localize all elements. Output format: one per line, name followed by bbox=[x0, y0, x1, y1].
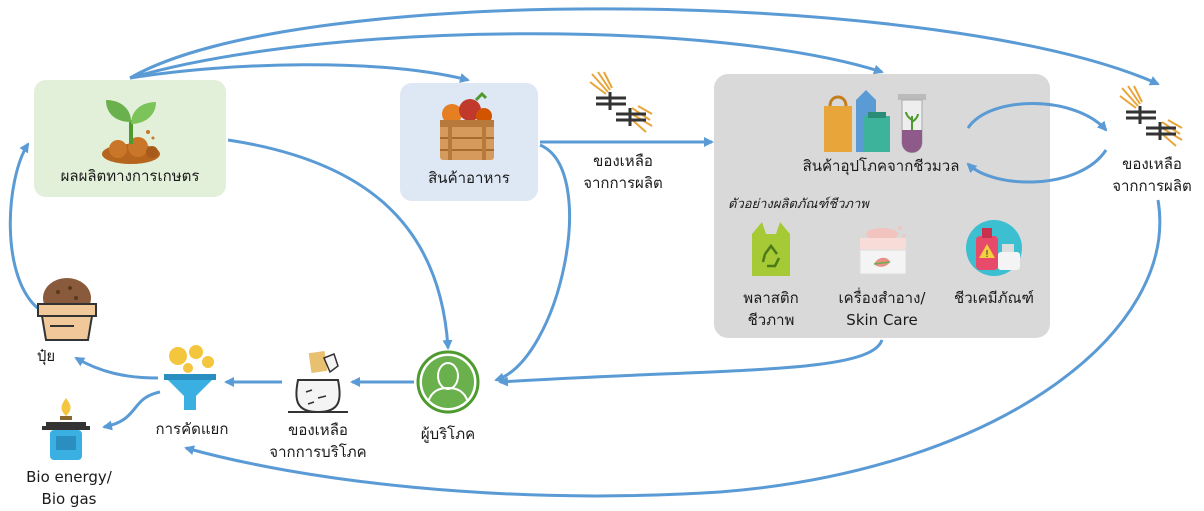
waste-consume-line1: ของเหลือ bbox=[288, 421, 348, 439]
waste-sack-icon bbox=[288, 350, 348, 414]
bioplastic-bag-icon bbox=[752, 222, 790, 276]
consumer-icon bbox=[416, 350, 480, 414]
arrow-bio-to-waste2 bbox=[966, 102, 1108, 132]
svg-text:!: ! bbox=[985, 249, 989, 260]
waste-prod-2-line1: ของเหลือ bbox=[1122, 155, 1182, 173]
biochemical-icon: ! bbox=[966, 220, 1022, 276]
waste-consume-line2: จากการบริโภค bbox=[269, 443, 367, 461]
arrow-agri-to-food bbox=[129, 63, 470, 83]
bioenergy-line1: Bio energy/ bbox=[26, 468, 112, 486]
arrow-agri-to-waste2 bbox=[129, 7, 1160, 86]
bioplastic-line1: พลาสติก bbox=[743, 289, 799, 307]
fertilizer-label: ปุ๋ย bbox=[36, 347, 56, 365]
sorting-label: การคัดแยก bbox=[155, 420, 229, 438]
funnel-icon bbox=[164, 345, 216, 410]
bioplastic-line2: ชีวภาพ bbox=[747, 311, 795, 329]
bioenergy-line2: Bio gas bbox=[41, 490, 97, 508]
cosmetics-line1: เครื่องสำอาง/ bbox=[838, 289, 926, 307]
arrow-agri-to-bio bbox=[129, 32, 884, 80]
wheat-bundle-icon-2 bbox=[1119, 85, 1183, 147]
wheat-bundle-icon bbox=[589, 71, 653, 133]
biogas-burner-icon bbox=[42, 398, 90, 460]
cosmetics-line2: Skin Care bbox=[846, 311, 918, 329]
waste-prod-1-line1: ของเหลือ bbox=[593, 152, 653, 170]
waste-prod-1-line2: จากการผลิต bbox=[583, 174, 663, 192]
agri-label: ผลผลิตทางการเกษตร bbox=[60, 167, 200, 185]
arrow-waste2-to-bio bbox=[966, 149, 1108, 184]
bio-products-icon bbox=[824, 90, 926, 153]
examples-title: ตัวอย่างผลิตภัณฑ์ชีวภาพ bbox=[728, 197, 869, 212]
waste-prod-2-line2: จากการผลิต bbox=[1112, 177, 1192, 195]
fertilizer-pot-icon bbox=[37, 278, 97, 341]
arrow-fertilizer-to-agri bbox=[8, 142, 41, 312]
consumer-label: ผู้บริโภค bbox=[420, 425, 476, 443]
food-crate-icon bbox=[440, 92, 494, 160]
food-label: สินค้าอาหาร bbox=[428, 169, 510, 187]
arrow-agri-to-consumer bbox=[227, 138, 453, 350]
arrow-bio-to-consumer bbox=[498, 339, 884, 387]
arrow-food-to-consumer bbox=[494, 143, 571, 383]
biochem-label: ชีวเคมีภัณฑ์ bbox=[954, 289, 1034, 307]
arrow-sorting-to-fertilizer bbox=[74, 356, 159, 380]
cosmetic-jar-icon bbox=[859, 226, 907, 275]
arrow-sorting-to-bioenergy bbox=[102, 390, 161, 431]
seedling-icon bbox=[102, 100, 160, 164]
arrow-waste2-to-sorting bbox=[184, 199, 1162, 498]
bio-products-label: สินค้าอุปโภคจากชีวมวล bbox=[802, 157, 960, 175]
